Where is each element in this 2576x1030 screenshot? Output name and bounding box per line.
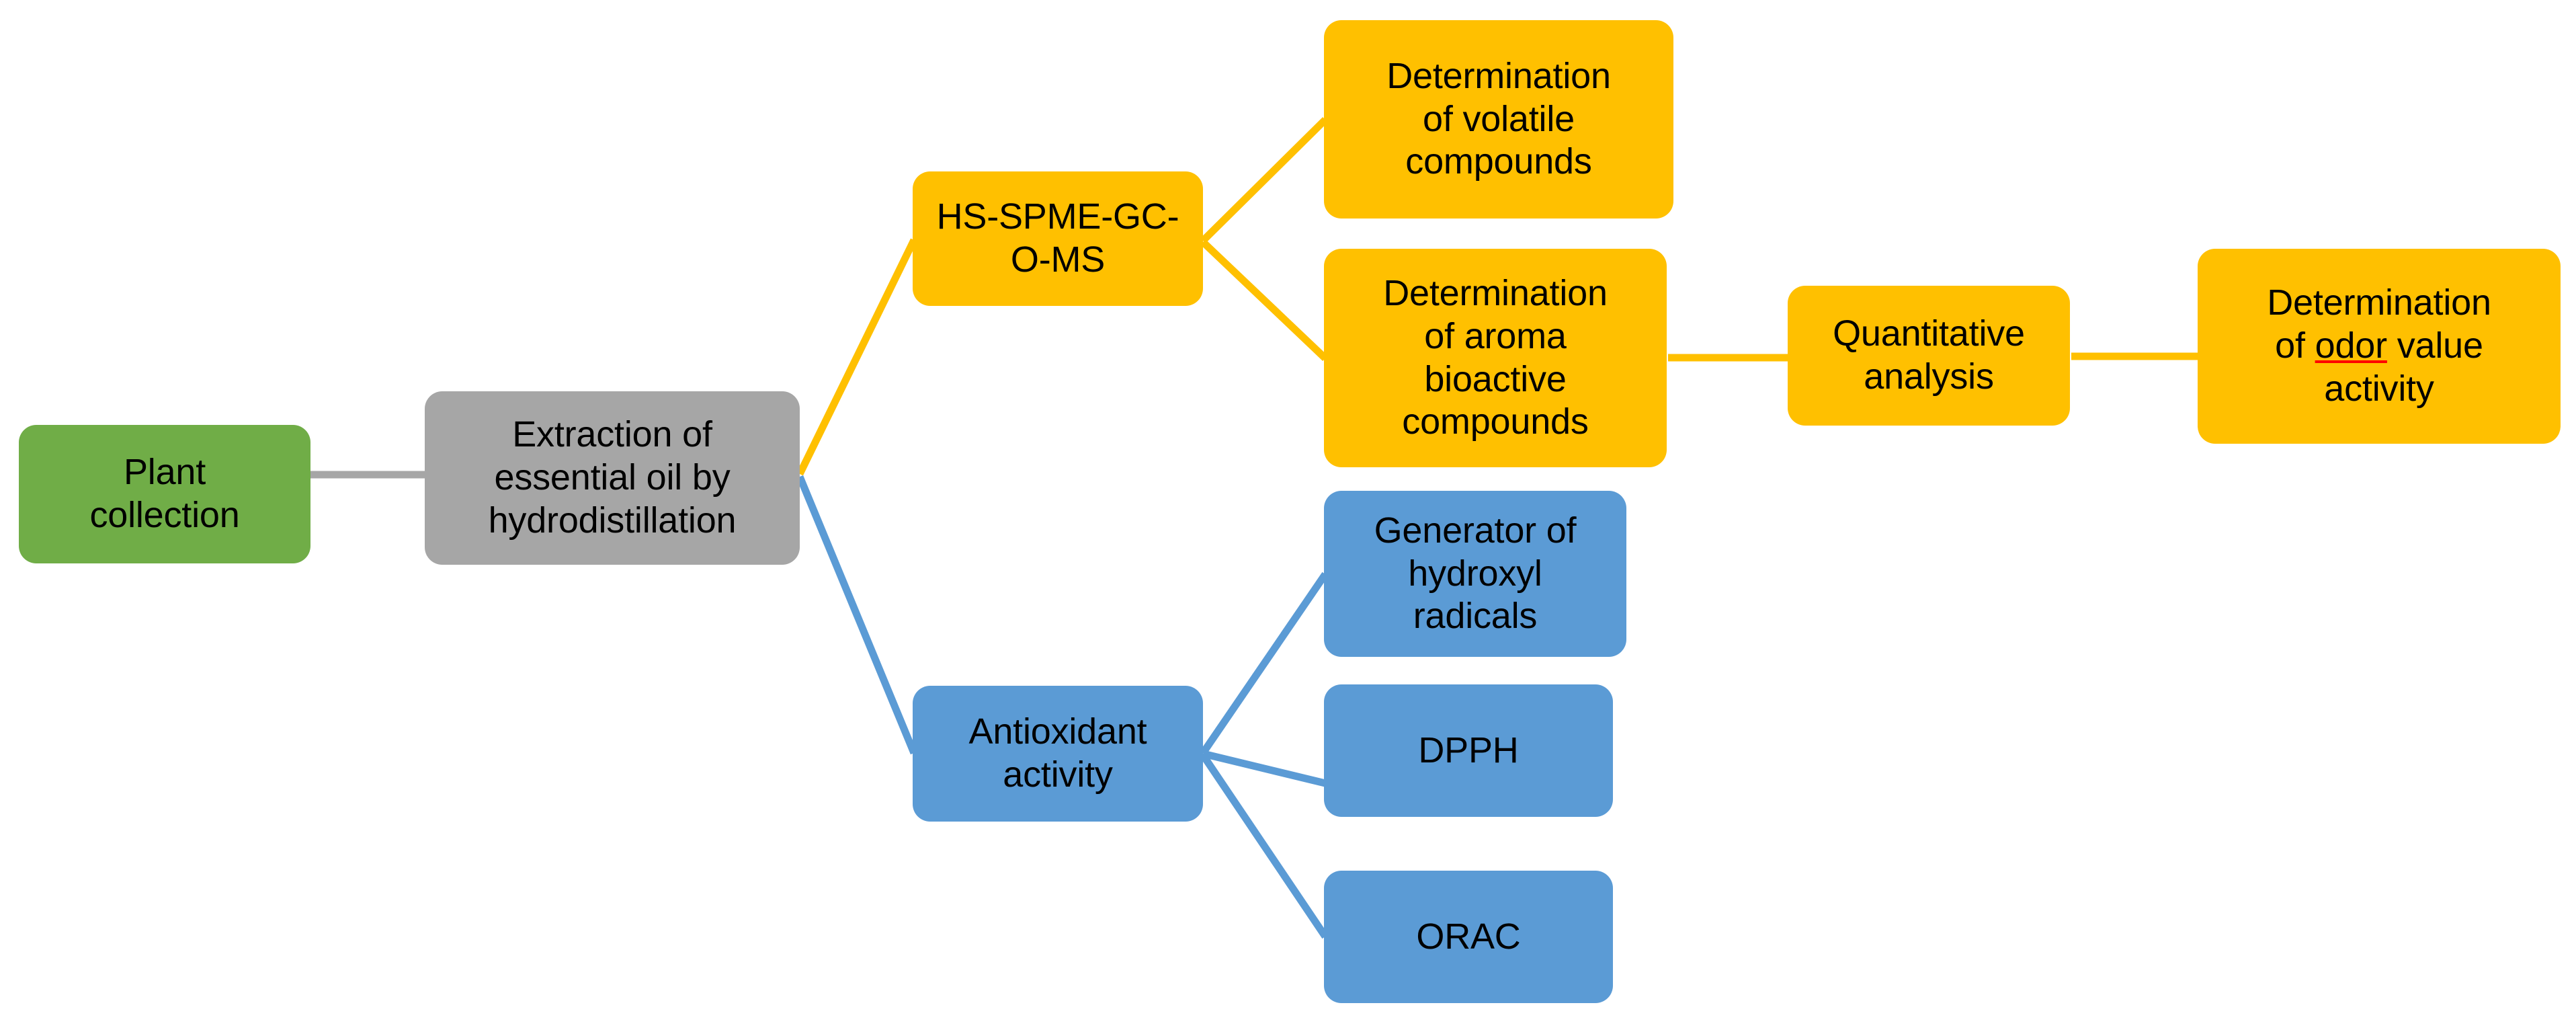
node-label-hs-spme-gc-o-ms: HS-SPME-GC- O-MS <box>936 196 1179 280</box>
node-hydroxyl-radicals[interactable]: Generator of hydroxyl radicals <box>1324 491 1626 657</box>
edge-extraction-antioxidant <box>796 475 918 755</box>
misspelled-word: odor <box>2315 325 2387 366</box>
edge-hsspme-volatile <box>1200 117 1328 243</box>
node-dpph[interactable]: DPPH <box>1324 684 1613 817</box>
node-label-antioxidant-activity: Antioxidant activity <box>968 711 1147 795</box>
edge-antioxidant-dpph <box>1202 750 1327 787</box>
node-label-plant-collection: Plant collection <box>89 452 240 535</box>
node-antioxidant-activity[interactable]: Antioxidant activity <box>913 686 1203 822</box>
node-label-extraction: Extraction of essential oil by hydrodist… <box>488 414 737 541</box>
node-aroma-bioactive-compounds[interactable]: Determination of aroma bioactive compoun… <box>1324 249 1667 467</box>
node-label-quantitative-analysis: Quantitative analysis <box>1833 313 2025 397</box>
edge-hsspme-aroma <box>1200 239 1328 361</box>
node-label-orac: ORAC <box>1416 916 1521 957</box>
node-quantitative-analysis[interactable]: Quantitative analysis <box>1788 286 2070 426</box>
node-label-hydroxyl-radicals: Generator of hydroxyl radicals <box>1374 510 1577 637</box>
edge-antioxidant-orac <box>1200 752 1329 939</box>
edge-antioxidant-hydroxyl <box>1200 571 1329 756</box>
node-label-dpph: DPPH <box>1418 729 1519 770</box>
node-label-aroma-bioactive-compounds: Determination of aroma bioactive compoun… <box>1383 273 1608 442</box>
node-orac[interactable]: ORAC <box>1324 871 1613 1003</box>
node-hs-spme-gc-o-ms[interactable]: HS-SPME-GC- O-MS <box>913 171 1203 306</box>
node-odor-value-activity[interactable]: Determination of odor value activity <box>2198 249 2561 444</box>
node-label-odor-value-activity: Determination of odor value activity <box>2267 282 2491 409</box>
edge-extraction-hsspme <box>796 238 917 476</box>
node-plant-collection[interactable]: Plant collection <box>19 425 310 563</box>
node-label-volatile-compounds: Determination of volatile compounds <box>1386 55 1611 182</box>
node-extraction[interactable]: Extraction of essential oil by hydrodist… <box>425 391 800 565</box>
node-volatile-compounds[interactable]: Determination of volatile compounds <box>1324 20 1673 219</box>
